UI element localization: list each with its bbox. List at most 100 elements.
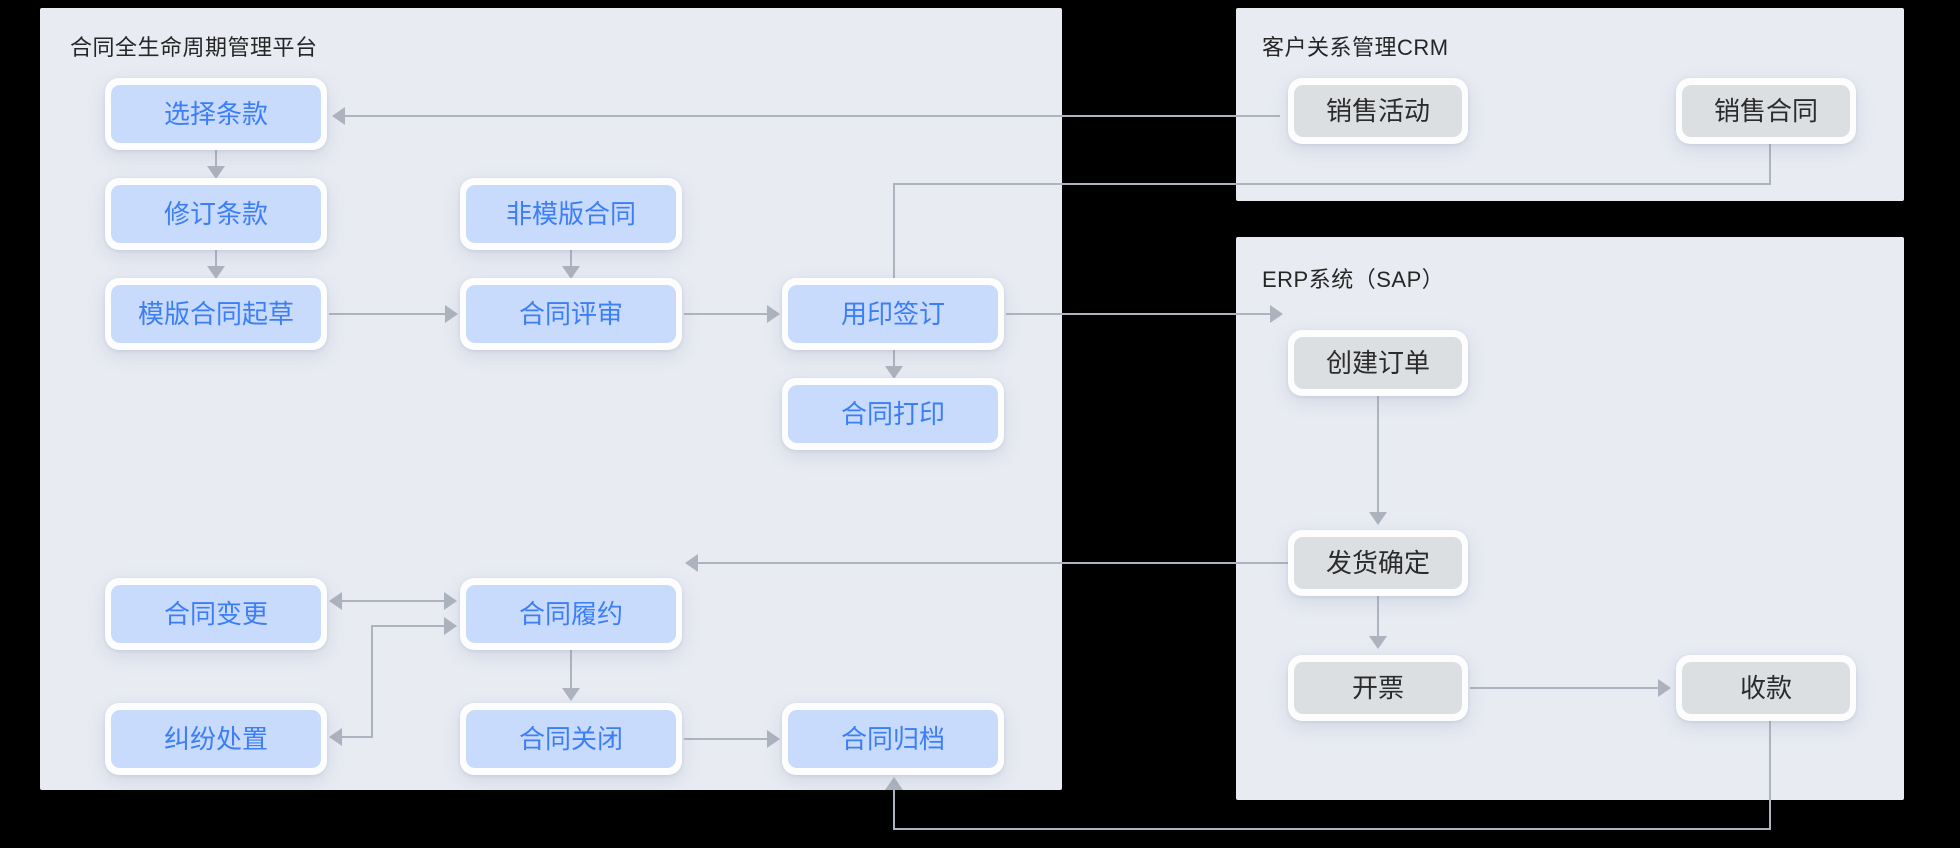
arrowhead-perform-to-dispute (329, 728, 342, 746)
node-delivery-confirm-chip: 发货确定 (1294, 537, 1462, 589)
node-sales-contract[interactable]: 销售合同 (1676, 78, 1856, 144)
arrowhead-select-to-revise (207, 166, 225, 179)
connector-perform-to-close (570, 650, 572, 690)
arrowhead-revise-to-draft (207, 266, 225, 279)
arrowhead-draft-to-review (445, 305, 458, 323)
node-create-order[interactable]: 创建订单 (1288, 330, 1468, 396)
arrowhead-invoicing-to-collection (1658, 679, 1671, 697)
arrowhead-delivery-to-perform (685, 554, 698, 572)
arrowhead-createorder-to-delivery (1369, 512, 1387, 525)
node-collection-label: 收款 (1739, 673, 1792, 703)
node-sales-activity-chip: 销售活动 (1294, 85, 1462, 137)
node-dispute-handling[interactable]: 纠纷处置 (105, 703, 327, 775)
node-sales-contract-label: 销售合同 (1713, 96, 1818, 126)
arrowhead-delivery-to-invoicing (1369, 636, 1387, 649)
connector-change-perform (342, 600, 446, 602)
node-collection[interactable]: 收款 (1676, 655, 1856, 721)
node-contract-review-chip: 合同评审 (466, 285, 676, 343)
node-create-order-chip: 创建订单 (1294, 337, 1462, 389)
connector-delivery-to-invoicing (1377, 596, 1379, 638)
node-contract-close[interactable]: 合同关闭 (460, 703, 682, 775)
node-seal-sign-chip: 用印签订 (788, 285, 998, 343)
node-delivery-confirm[interactable]: 发货确定 (1288, 530, 1468, 596)
connector-dispute-riser (371, 625, 373, 737)
connector-salescontract-down (893, 183, 895, 313)
node-contract-perform[interactable]: 合同履约 (460, 578, 682, 650)
node-invoicing-chip: 开票 (1294, 662, 1462, 714)
node-select-terms-chip: 选择条款 (111, 85, 321, 143)
node-sales-activity[interactable]: 销售活动 (1288, 78, 1468, 144)
connector-dispute-to-perform-top (371, 625, 446, 627)
panel-title-erp: ERP系统（SAP） (1262, 267, 1445, 292)
connector-revise-to-draft (215, 250, 217, 268)
node-draft-template-label: 模版合同起草 (137, 299, 294, 329)
arrowhead-review-to-seal (767, 305, 780, 323)
node-non-template-chip: 非模版合同 (466, 185, 676, 243)
node-seal-sign-label: 用印签订 (840, 299, 945, 329)
node-select-terms-label: 选择条款 (163, 99, 268, 129)
node-contract-perform-chip: 合同履约 (466, 585, 676, 643)
arrowhead-salesactivity-to-select (332, 107, 345, 125)
connector-createorder-to-delivery (1377, 396, 1379, 514)
node-invoicing-label: 开票 (1351, 673, 1404, 703)
connector-draft-to-review (329, 313, 447, 315)
node-delivery-confirm-label: 发货确定 (1325, 548, 1430, 578)
arrowhead-perform-to-close (562, 688, 580, 701)
arrowhead-nontemplate-to-review (562, 266, 580, 279)
node-contract-change[interactable]: 合同变更 (105, 578, 327, 650)
connector-seal-to-print (893, 350, 895, 368)
node-seal-sign[interactable]: 用印签订 (782, 278, 1004, 350)
connector-select-to-revise (215, 150, 217, 168)
node-collection-chip: 收款 (1682, 662, 1850, 714)
arrowhead-dispute-to-perform (444, 617, 457, 635)
arrowhead-change-to-perform (444, 592, 457, 610)
node-contract-print-chip: 合同打印 (788, 385, 998, 443)
node-contract-archive-chip: 合同归档 (788, 710, 998, 768)
connector-seal-to-createorder (1006, 313, 1272, 315)
node-create-order-label: 创建订单 (1325, 348, 1430, 378)
node-sales-activity-label: 销售活动 (1325, 96, 1430, 126)
connector-perform-to-dispute-bottom (342, 736, 373, 738)
connector-nontemplate-to-review (570, 250, 572, 268)
connector-salesactivity-to-select (345, 115, 1280, 117)
connector-collection-drop (1769, 721, 1771, 829)
panel-title-crm: 客户关系管理CRM (1262, 35, 1449, 60)
arrowhead-seal-to-createorder (1270, 305, 1283, 323)
node-contract-change-label: 合同变更 (163, 599, 268, 629)
node-dispute-handling-label: 纠纷处置 (163, 724, 268, 754)
connector-collection-riser (893, 790, 895, 830)
node-non-template[interactable]: 非模版合同 (460, 178, 682, 250)
node-invoicing[interactable]: 开票 (1288, 655, 1468, 721)
node-draft-template[interactable]: 模版合同起草 (105, 278, 327, 350)
connector-collection-run (893, 828, 1771, 830)
node-contract-review-label: 合同评审 (518, 299, 623, 329)
node-contract-print-label: 合同打印 (840, 399, 945, 429)
connector-salescontract-run (893, 183, 1771, 185)
arrowhead-close-to-archive (767, 730, 780, 748)
node-contract-archive[interactable]: 合同归档 (782, 703, 1004, 775)
node-non-template-label: 非模版合同 (505, 199, 636, 229)
node-contract-archive-label: 合同归档 (840, 724, 945, 754)
node-revise-terms-chip: 修订条款 (111, 185, 321, 243)
arrowhead-perform-to-change (329, 592, 342, 610)
arrowhead-seal-to-print (885, 366, 903, 379)
node-sales-contract-chip: 销售合同 (1682, 85, 1850, 137)
node-contract-print[interactable]: 合同打印 (782, 378, 1004, 450)
node-contract-perform-label: 合同履约 (518, 599, 623, 629)
node-draft-template-chip: 模版合同起草 (111, 285, 321, 343)
connector-salescontract-drop (1769, 144, 1771, 184)
connector-delivery-to-perform (698, 562, 1288, 564)
node-select-terms[interactable]: 选择条款 (105, 78, 327, 150)
node-contract-close-chip: 合同关闭 (466, 710, 676, 768)
arrowhead-collection-to-archive (885, 777, 903, 790)
node-contract-review[interactable]: 合同评审 (460, 278, 682, 350)
node-contract-change-chip: 合同变更 (111, 585, 321, 643)
node-revise-terms[interactable]: 修订条款 (105, 178, 327, 250)
connector-invoicing-to-collection (1470, 687, 1660, 689)
panel-title-clm: 合同全生命周期管理平台 (70, 35, 318, 60)
node-revise-terms-label: 修订条款 (163, 199, 268, 229)
connector-review-to-seal (684, 313, 769, 315)
node-contract-close-label: 合同关闭 (518, 724, 623, 754)
node-dispute-handling-chip: 纠纷处置 (111, 710, 321, 768)
